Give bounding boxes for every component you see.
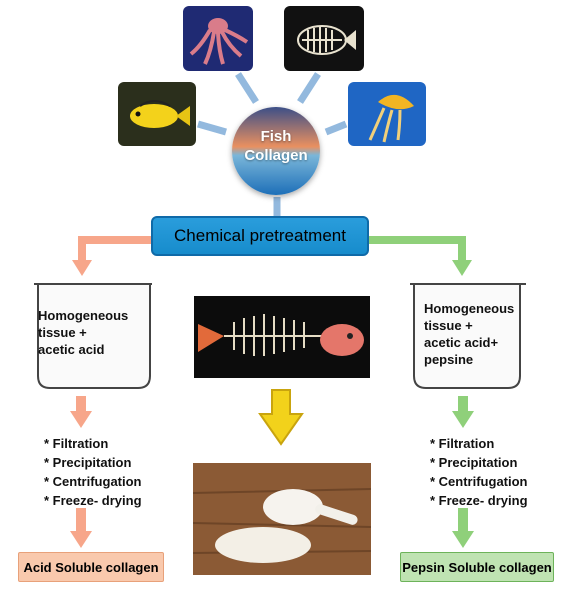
left-beaker-icon [34,283,152,389]
jellyfish-photo [348,82,426,146]
right-steps-list: * Filtration * Precipitation * Centrifug… [430,434,528,510]
left-steps-list: * Filtration * Precipitation * Centrifug… [44,434,142,510]
center-title-line1: Fish [260,128,292,145]
left-beaker-text: Homogeneous tissue + acetic acid [38,308,129,357]
down-arrow-icon [258,389,304,446]
pepsin-soluble-collagen-box: Pepsin Soluble collagen [400,552,554,582]
left-step: * Filtration [44,436,109,451]
fish-skeleton-photo-center [194,296,370,378]
right-beaker-text: Homogeneous tissue + acetic acid+ pepsin… [424,301,515,367]
yellow-fish-photo [118,82,196,146]
left-step: * Freeze- drying [44,493,142,508]
center-title-line2: Collagen [244,147,308,164]
acid-soluble-collagen-box: Acid Soluble collagen [18,552,164,582]
right-step: * Filtration [430,436,495,451]
right-step: * Freeze- drying [430,493,528,508]
right-step: * Precipitation [430,455,518,470]
chemical-pretreatment-label: Chemical pretreatment [174,226,346,245]
collagen-powder-photo [193,463,371,575]
left-step: * Centrifugation [44,474,142,489]
pepsin-soluble-collagen-label: Pepsin Soluble collagen [402,559,552,575]
right-beaker-icon [410,283,526,389]
acid-soluble-collagen-label: Acid Soluble collagen [23,559,159,575]
octopus-photo [183,6,253,71]
left-step: * Precipitation [44,455,132,470]
right-step: * Centrifugation [430,474,528,489]
chemical-pretreatment-box: Chemical pretreatment [151,216,369,256]
fish-skeleton-photo-top [284,6,364,71]
fish-collagen-circle: Fish Collagen [232,107,320,195]
